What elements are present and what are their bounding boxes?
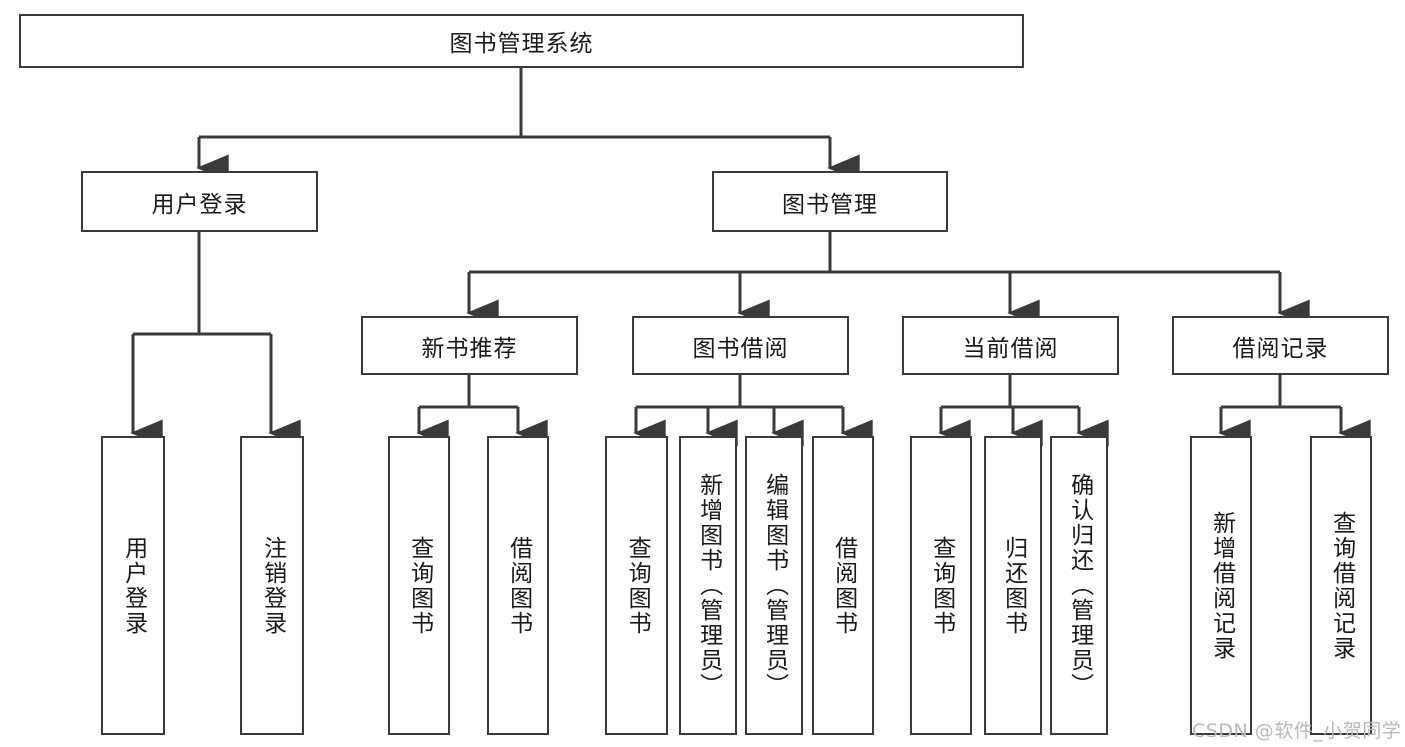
node-book-borrow-label: 图书借阅 [692,335,789,362]
node-leaf-add-book-admin-label: 新增图书（管理员） [695,473,722,698]
node-leaf-add-borrow-record-label: 新增借阅记录 [1208,510,1235,661]
node-leaf-query-book-borrow-label: 查询图书 [624,535,651,636]
node-leaf-user-login-label: 用户登录 [120,535,147,636]
node-borrow-record[interactable]: 借阅记录 [1172,316,1389,375]
node-root-label: 图书管理系统 [449,31,594,57]
node-leaf-confirm-return-admin-label: 确认归还（管理员） [1066,473,1093,698]
node-leaf-borrow-book[interactable]: 借阅图书 [812,436,874,735]
node-leaf-confirm-return-admin[interactable]: 确认归还（管理员） [1050,436,1108,735]
node-leaf-query-book-recommend[interactable]: 查询图书 [388,436,450,735]
node-leaf-query-borrow-record-label: 查询借阅记录 [1328,510,1355,661]
node-leaf-borrow-book-label: 借阅图书 [830,535,857,636]
node-leaf-borrow-book-recommend[interactable]: 借阅图书 [487,436,549,735]
node-book-borrow[interactable]: 图书借阅 [632,316,849,375]
csdn-watermark: CSDN @软件_小贺同学 [1192,720,1402,742]
node-leaf-user-logout[interactable]: 注销登录 [240,436,304,735]
node-user-login-label: 用户登录 [151,191,248,218]
node-book-manage-label: 图书管理 [782,191,878,218]
node-book-manage[interactable]: 图书管理 [712,171,948,232]
node-user-login[interactable]: 用户登录 [81,171,318,232]
node-current-borrow-label: 当前借阅 [962,335,1059,362]
node-new-book-recommend[interactable]: 新书推荐 [361,316,578,375]
node-leaf-borrow-book-recommend-label: 借阅图书 [505,535,532,636]
node-leaf-query-book-current[interactable]: 查询图书 [910,436,972,735]
node-leaf-return-book[interactable]: 归还图书 [984,436,1042,735]
node-leaf-query-borrow-record[interactable]: 查询借阅记录 [1310,436,1372,735]
node-root-system[interactable]: 图书管理系统 [19,14,1024,68]
node-leaf-edit-book-admin[interactable]: 编辑图书（管理员） [745,436,803,735]
node-leaf-user-logout-label: 注销登录 [259,535,286,636]
node-current-borrow[interactable]: 当前借阅 [902,316,1119,375]
node-borrow-record-label: 借阅记录 [1232,335,1329,362]
node-leaf-user-login[interactable]: 用户登录 [101,436,165,735]
node-new-book-recommend-label: 新书推荐 [421,335,518,362]
node-leaf-query-book-current-label: 查询图书 [928,535,955,636]
node-leaf-edit-book-admin-label: 编辑图书（管理员） [761,473,788,698]
node-leaf-add-book-admin[interactable]: 新增图书（管理员） [679,436,737,735]
node-leaf-add-borrow-record[interactable]: 新增借阅记录 [1190,436,1252,735]
node-leaf-return-book-label: 归还图书 [1000,535,1027,636]
node-leaf-query-book-recommend-label: 查询图书 [406,535,433,636]
node-leaf-query-book-borrow[interactable]: 查询图书 [605,436,668,735]
